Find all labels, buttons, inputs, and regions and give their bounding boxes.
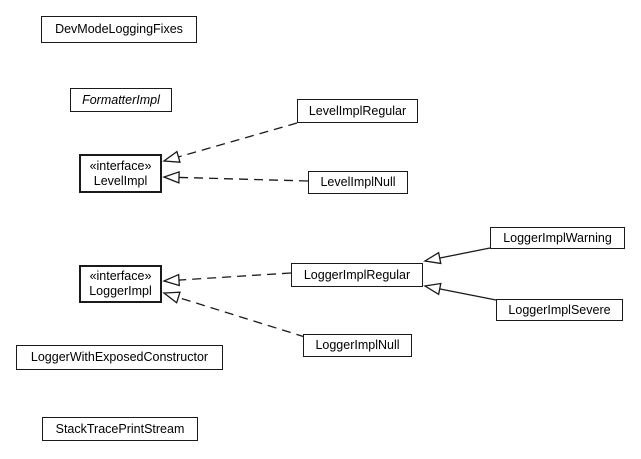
class-node-levelimplnull[interactable]: LevelImplNull	[308, 171, 408, 194]
class-label: LoggerImplRegular	[303, 267, 411, 282]
interface-node-loggerimpl[interactable]: «interface» LoggerImpl	[79, 265, 162, 303]
class-node-stacktraceprintstream[interactable]: StackTracePrintStream	[42, 417, 198, 441]
class-node-loggerimplregular[interactable]: LoggerImplRegular	[291, 263, 423, 287]
generalization-edge-loggerimplsevere-loggerimplregular	[423, 282, 497, 301]
class-node-devmodeloggingfixes[interactable]: DevModeLoggingFixes	[41, 16, 197, 43]
class-label: LoggerImplSevere	[508, 302, 611, 317]
class-label: LoggerImplWarning	[503, 230, 612, 245]
realization-edge-loggerimplregular-loggerimpl	[162, 272, 292, 287]
class-label: LoggerImpl	[89, 284, 152, 298]
class-label: LoggerWithExposedConstructor	[30, 350, 209, 364]
interface-node-levelimpl[interactable]: «interface» LevelImpl	[79, 154, 162, 193]
class-label: LevelImpl	[93, 173, 148, 188]
class-node-loggerimplwarning[interactable]: LoggerImplWarning	[490, 227, 625, 249]
stereotype-label: «interface»	[89, 269, 152, 283]
class-node-formatterimpl[interactable]: FormatterImpl	[70, 88, 172, 112]
class-label: LevelImplNull	[320, 175, 396, 189]
class-label: FormatterImpl	[82, 92, 160, 107]
class-node-levelimplregular[interactable]: LevelImplRegular	[297, 99, 418, 123]
class-node-loggerwithexposedconstructor[interactable]: LoggerWithExposedConstructor	[16, 345, 223, 370]
class-label: LevelImplRegular	[308, 103, 407, 118]
class-node-loggerimplnull[interactable]: LoggerImplNull	[303, 334, 412, 357]
stereotype-label: «interface»	[89, 158, 152, 173]
class-label: DevModeLoggingFixes	[55, 22, 183, 36]
realization-edge-levelimplnull-levelimpl	[162, 171, 309, 184]
class-label: LoggerImplNull	[315, 338, 400, 352]
class-node-loggerimplsevere[interactable]: LoggerImplSevere	[496, 299, 623, 321]
realization-edge-levelimplregular-levelimpl	[162, 122, 298, 163]
class-label: StackTracePrintStream	[55, 421, 185, 436]
realization-edge-loggerimplnull-loggerimpl	[162, 291, 306, 338]
generalization-edge-loggerimplwarning-loggerimplregular	[423, 247, 491, 265]
